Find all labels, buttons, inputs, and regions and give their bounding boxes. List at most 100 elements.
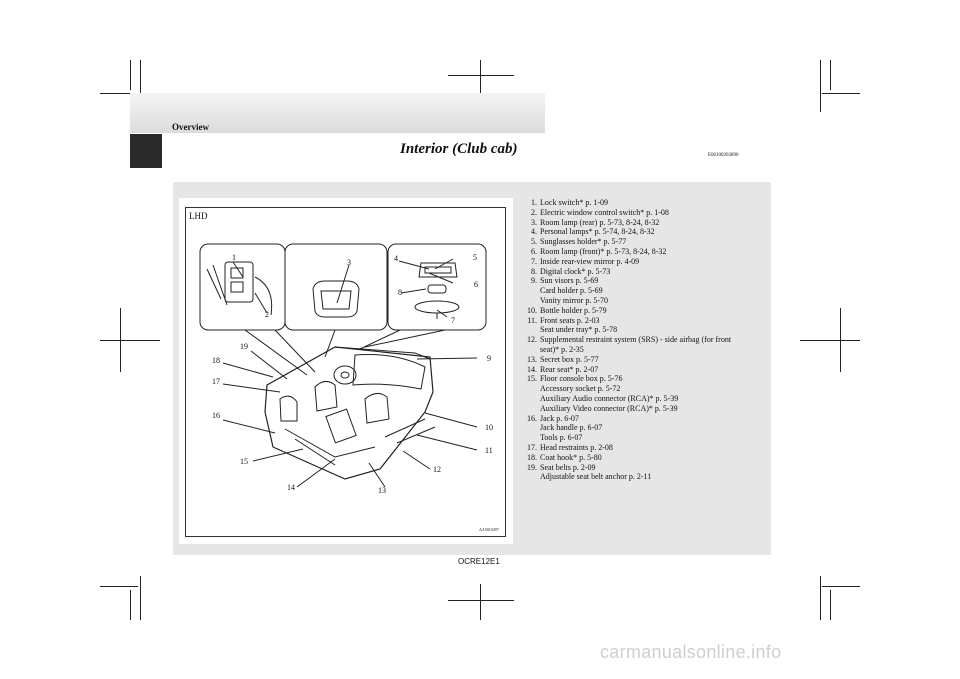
callout-7: 7 [451, 316, 455, 325]
list-item-text: Lock switch* p. 1-09 [540, 198, 608, 207]
list-item: 5.Sunglasses holder* p. 5-77 [512, 237, 767, 247]
list-item: 12.Supplemental restraint system (SRS) -… [512, 335, 767, 355]
list-item-number: 5. [531, 237, 537, 247]
list-item-number: 18. [527, 452, 537, 462]
list-item-text: Seat under tray* p. 5-78 [540, 325, 618, 335]
list-item-number: 2. [531, 207, 537, 217]
crop-mark [100, 93, 138, 94]
callout-2: 2 [265, 310, 269, 319]
crop-mark [130, 60, 131, 90]
list-item-number: 9. [531, 276, 537, 286]
list-item-text: Jack handle p. 6-07 [540, 423, 603, 433]
crop-mark [448, 75, 514, 76]
list-item-text: Room lamp (rear) p. 5-73, 8-24, 8-32 [540, 217, 660, 227]
callout-19: 19 [240, 342, 248, 351]
callout-11: 11 [485, 446, 493, 455]
list-item-text: Supplemental restraint system (SRS) - si… [540, 335, 732, 345]
list-item: 13.Secret box p. 5-77 [512, 355, 767, 365]
list-item: 3.Room lamp (rear) p. 5-73, 8-24, 8-32 [512, 218, 767, 228]
callout-8: 8 [398, 288, 402, 297]
crop-mark [840, 308, 841, 372]
crop-mark [480, 60, 481, 96]
list-item-text: Room lamp (front)* p. 5-73, 8-24, 8-32 [540, 246, 667, 256]
callout-4: 4 [394, 254, 398, 263]
crop-mark [800, 340, 860, 341]
crop-mark [822, 93, 860, 94]
list-item-text: Front seats p. 2-03 [540, 315, 600, 325]
list-item-text: Head restraints p. 2-08 [540, 442, 613, 452]
callout-16: 16 [212, 411, 220, 420]
callout-10: 10 [485, 423, 493, 432]
list-item-text: Auxiliary Audio connector (RCA)* p. 5-39 [540, 393, 679, 403]
list-item-text: Coat hook* p. 5-80 [540, 452, 602, 462]
callout-15: 15 [240, 457, 248, 466]
list-item-number: 13. [527, 354, 537, 364]
list-item-text: Jack p. 6-07 [540, 413, 579, 423]
list-item: 17.Head restraints p. 2-08 [512, 443, 767, 453]
section-tab [130, 134, 162, 168]
list-item-text: Floor console box p. 5-76 [540, 374, 623, 384]
watermark: carmanualsonline.info [600, 642, 782, 662]
list-item-number: 6. [531, 246, 537, 256]
list-item: 14.Rear seat* p. 2-07 [512, 365, 767, 375]
figure-border [185, 207, 506, 537]
list-item-text: Secret box p. 5-77 [540, 354, 599, 364]
callout-13: 13 [378, 486, 386, 495]
crop-mark [820, 576, 821, 620]
callout-3: 3 [347, 258, 351, 267]
crop-mark [130, 590, 131, 620]
header-band [130, 93, 545, 133]
callout-5: 5 [473, 253, 477, 262]
page-title: Interior (Club cab) [400, 141, 518, 157]
list-item-number: 19. [527, 462, 537, 472]
list-item-number: 7. [531, 256, 537, 266]
list-item-text: Digital clock* p. 5-73 [540, 266, 611, 276]
list-item-text: Electric window control switch* p. 1-08 [540, 207, 669, 217]
crop-mark [830, 60, 831, 90]
crop-mark [140, 60, 141, 112]
list-item-number: 17. [527, 442, 537, 452]
crop-mark [100, 340, 160, 341]
list-item-text: Seat belts p. 2-09 [540, 462, 596, 472]
crop-mark [448, 600, 514, 601]
callout-17: 17 [212, 377, 220, 386]
list-item-number: 4. [531, 227, 537, 237]
list-item-text: Sun visors p. 5-69 [540, 276, 599, 286]
list-item-text: Rear seat* p. 2-07 [540, 364, 599, 374]
crop-mark [480, 584, 481, 620]
callout-14: 14 [287, 483, 295, 492]
list-item-text: Inside rear-view mirror p. 4-09 [540, 256, 640, 266]
list-item-number: 11. [527, 315, 537, 325]
list-item: 1.Lock switch* p. 1-09 [512, 198, 767, 208]
list-item-number: 8. [531, 266, 537, 276]
list-item-text: Vanity mirror p. 5-70 [540, 295, 608, 305]
list-item: 10.Bottle holder p. 5-79 [512, 306, 767, 316]
crop-mark [140, 576, 141, 620]
list-item: 2.Electric window control switch* p. 1-0… [512, 208, 767, 218]
list-item-text: Auxiliary Video connector (RCA)* p. 5-39 [540, 403, 678, 413]
list-item-text: Personal lamps* p. 5-74, 8-24, 8-32 [540, 227, 655, 237]
list-item-text: seat)* p. 2-35 [540, 344, 584, 354]
list-item-text: Tools p. 6-07 [540, 433, 583, 443]
list-item-number: 1. [531, 198, 537, 207]
figure-lhd-label: LHD [189, 211, 208, 221]
figure-code: AA5010497 [479, 527, 499, 532]
doc-code: E00100203890 [708, 153, 739, 158]
list-item: 18.Coat hook* p. 5-80 [512, 453, 767, 463]
list-item: 6.Room lamp (front)* p. 5-73, 8-24, 8-32 [512, 247, 767, 257]
list-item-text: Sunglasses holder* p. 5-77 [540, 237, 627, 247]
list-item-number: 10. [527, 305, 537, 315]
footer-code: OCRE12E1 [458, 557, 500, 566]
crop-mark [830, 590, 831, 620]
crop-mark [120, 308, 121, 372]
section-label: Overview [172, 122, 209, 132]
crop-mark [820, 60, 821, 112]
list-item: 4.Personal lamps* p. 5-74, 8-24, 8-32 [512, 227, 767, 237]
list-item-number: 15. [527, 374, 537, 384]
callout-12: 12 [433, 465, 441, 474]
list-item: 7.Inside rear-view mirror p. 4-09 [512, 257, 767, 267]
